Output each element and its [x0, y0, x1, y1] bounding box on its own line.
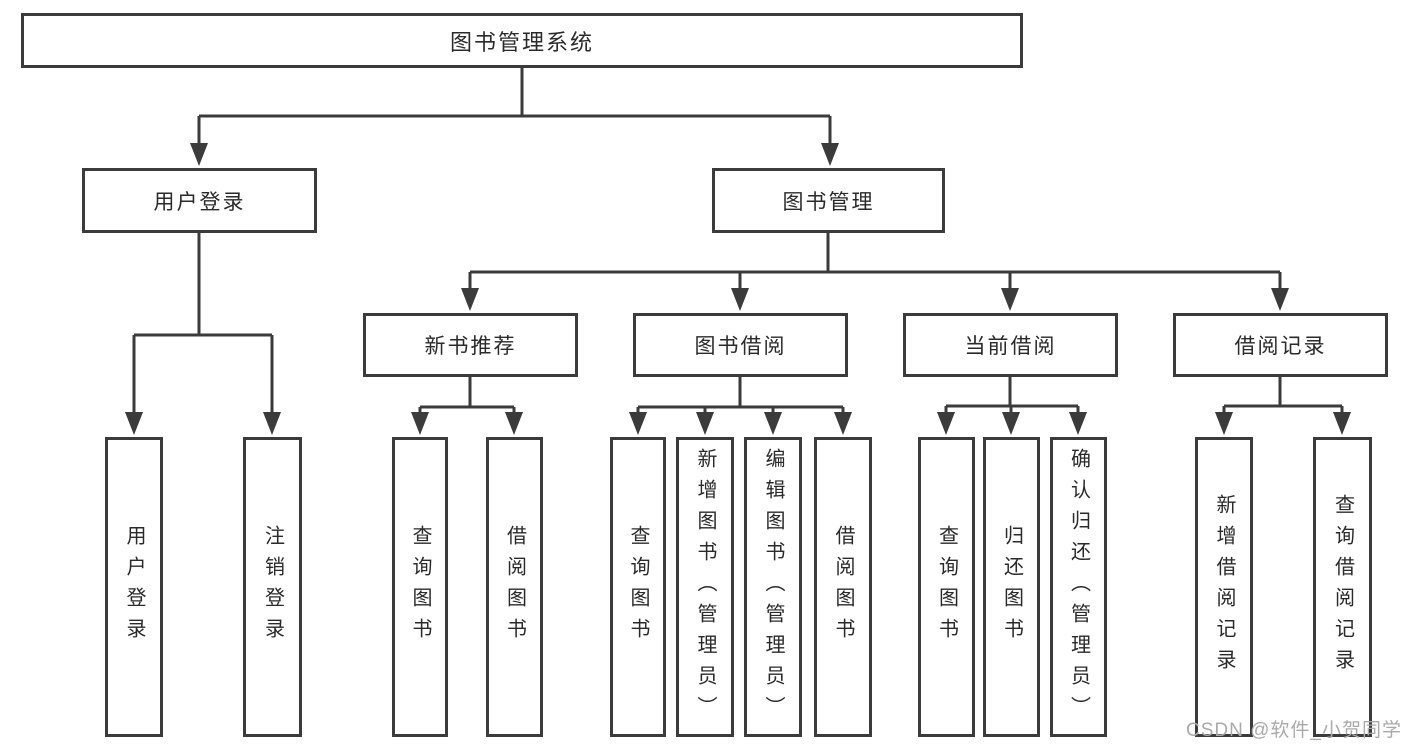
- node-borrowing-records: 借阅记录: [1173, 313, 1388, 377]
- leaf-logout: 注销登录: [243, 437, 302, 737]
- leaf-add-books-admin: 新增图书（管理员）: [676, 437, 734, 737]
- csdn-watermark: CSDN @软件_小贺同学: [1186, 720, 1402, 741]
- arrowheads: [125, 143, 1351, 435]
- node-book-borrowing: 图书借阅: [633, 313, 848, 377]
- leaf-query-books-recommend: 查询图书: [392, 437, 448, 737]
- leaf-add-borrow-record: 新增借阅记录: [1195, 437, 1253, 737]
- leaf-query-books-current: 查询图书: [918, 437, 975, 737]
- node-book-management-branch: 图书管理: [712, 168, 945, 233]
- node-user-login-branch: 用户登录: [82, 168, 317, 233]
- leaf-borrow-books: 借阅图书: [814, 437, 872, 737]
- node-new-book-recommendation: 新书推荐: [363, 313, 578, 377]
- node-library-management-system: 图书管理系统: [21, 13, 1023, 68]
- leaf-user-login: 用户登录: [105, 437, 163, 737]
- leaf-query-borrow-record: 查询借阅记录: [1313, 437, 1372, 737]
- leaf-query-books-borrowing: 查询图书: [610, 437, 666, 737]
- leaf-borrow-books-recommend: 借阅图书: [486, 437, 543, 737]
- leaf-edit-books-admin: 编辑图书（管理员）: [744, 437, 802, 737]
- node-current-borrowing: 当前借阅: [903, 313, 1118, 377]
- leaf-return-books: 归还图书: [983, 437, 1040, 737]
- leaf-confirm-return-admin: 确认归还（管理员）: [1050, 437, 1107, 737]
